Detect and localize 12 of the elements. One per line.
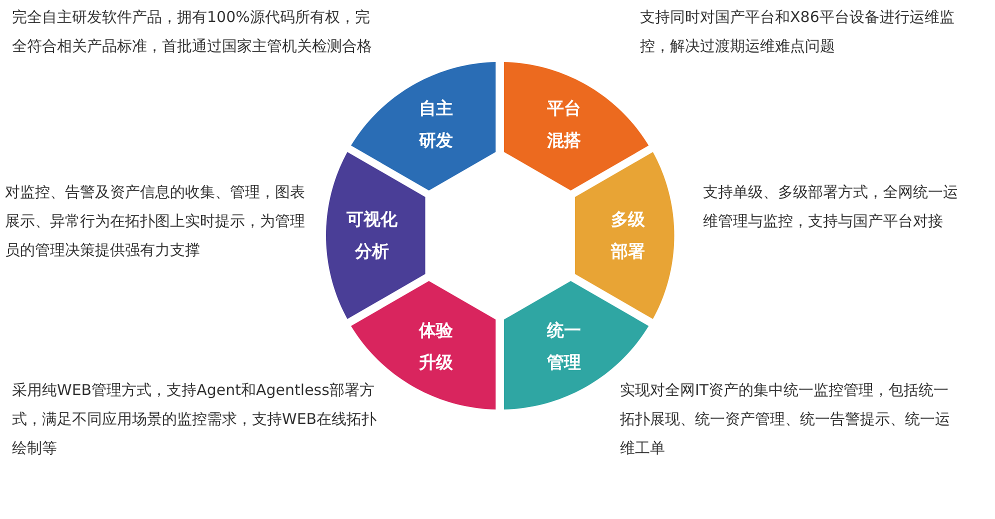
- description-text: 采用纯WEB管理方式，支持Agent和Agentless部署方式，满足不同应用场景的监控需求，支持WEB在线拓扑绘制等: [12, 380, 377, 459]
- description-text: 支持同时对国产平台和X86平台设备进行运维监控，解决过渡期运维难点问题: [640, 7, 956, 57]
- segment-label: 自主研发: [418, 98, 454, 154]
- description-text: 完全自主研发软件产品，拥有100%源代码所有权，完全符合相关产品标准，首批通过国家主管机关检测合格: [12, 7, 373, 57]
- segment-label: 多级部署: [610, 208, 646, 264]
- segment-label: 统一管理: [546, 320, 582, 375]
- description-text: 支持单级、多级部署方式，全网统一运维管理与监控，支持与国产平台对接: [702, 182, 959, 232]
- segment-label: 平台混搭: [546, 98, 582, 154]
- description-text: 对监控、告警及资产信息的收集、管理，图表展示、异常行为在拓扑图上实时提示，为管理员的管理决策提供强有力支撑: [5, 182, 306, 261]
- segment-label: 可视化分析: [346, 208, 398, 264]
- segment-label: 体验升级: [418, 320, 454, 375]
- description-text: 实现对全网IT资产的集中统一监控管理，包括统一拓扑展现、统一资产管理、统一告警提示、统一运维工单: [620, 380, 950, 459]
